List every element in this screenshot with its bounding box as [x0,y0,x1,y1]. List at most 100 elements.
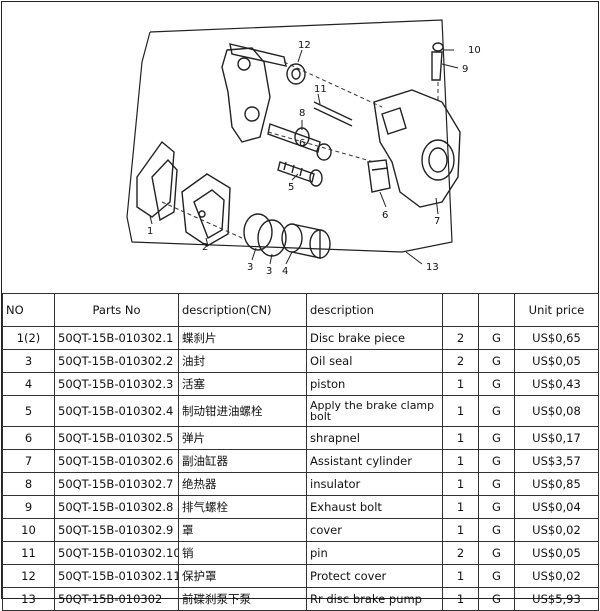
cell-no: 7 [2,449,55,473]
cell-parts-no: 50QT-15B-010302.3 [54,372,179,396]
cell-parts-no: 50QT-15B-010302.2 [54,349,179,373]
cell-parts-no: 50QT-15B-010302.8 [54,495,179,519]
protect-cover-drawing [286,63,306,85]
callout-13: 13 [426,262,439,273]
cell-qty: 1 [442,372,479,396]
cell-description: Disc brake piece [306,326,443,350]
cell-no: 11 [2,541,55,565]
cell-no: 6 [2,426,55,450]
cell-unit-price: US$0,43 [514,372,599,396]
cell-unit-price: US$0,05 [514,541,599,565]
cell-description-cn: 蝶刹片 [178,326,307,350]
cell-parts-no: 50QT-15B-010302.1 [54,326,179,350]
cell-description: Apply the brake clamp bolt [306,395,443,427]
cell-description-cn: 排气螺栓 [178,495,307,519]
table-header-row: NO Parts No description(CN) description … [2,293,599,327]
cell-description-cn: 活塞 [178,372,307,396]
callout-12: 12 [298,40,311,51]
cell-description-cn: 制动钳进油螺栓 [178,395,307,427]
callout-8: 8 [299,108,305,119]
callout-5: 5 [288,182,294,193]
cell-qty: 1 [442,564,479,588]
cell-parts-no: 50QT-15B-010302.7 [54,472,179,496]
cell-qty: 1 [442,495,479,519]
cell-unit: G [478,564,515,588]
cell-description-cn: 保护罩 [178,564,307,588]
cell-no: 13 [2,587,55,611]
cell-no: 8 [2,472,55,496]
cell-description: Assistant cylinder [306,449,443,473]
exhaust-bolt-drawing [431,42,444,81]
cell-unit: G [478,472,515,496]
cell-parts-no: 50QT-15B-010302 [54,587,179,611]
cell-unit: G [478,372,515,396]
cell-parts-no: 50QT-15B-010302.11 [54,564,179,588]
cell-description-cn: 销 [178,541,307,565]
col-header-unit [478,293,515,327]
cell-description: insulator [306,472,443,496]
cell-qty: 1 [442,587,479,611]
shrapnel-drawing [367,159,391,193]
cell-parts-no: 50QT-15B-010302.5 [54,426,179,450]
cell-unit: G [478,587,515,611]
cell-qty: 1 [442,426,479,450]
cell-qty: 2 [442,326,479,350]
exploded-diagram: 12 10 9 11 8 6 5 1 2 3 3 4 6 7 13 [2,2,598,294]
cell-description: Exhaust bolt [306,495,443,519]
cell-unit: G [478,541,515,565]
brake-clamp-bolt-drawing [277,161,323,187]
callout-6a: 6 [299,138,305,149]
cell-description-cn: 油封 [178,349,307,373]
cell-unit: G [478,326,515,350]
cell-unit-price: US$0,02 [514,518,599,542]
cell-description: Protect cover [306,564,443,588]
cell-unit-price: US$0,08 [514,395,599,427]
callout-10: 10 [468,45,481,56]
cell-parts-no: 50QT-15B-010302.9 [54,518,179,542]
callout-4: 4 [282,266,288,277]
callout-3b: 3 [266,266,272,277]
cell-qty: 2 [442,349,479,373]
cell-description-cn: 弹片 [178,426,307,450]
col-header-no: NO [2,293,55,327]
cell-description: Oil seal [306,349,443,373]
pin-drawing [313,101,353,127]
callout-3a: 3 [247,262,253,273]
cell-description-cn: 副油缸器 [178,449,307,473]
caliper-bracket-drawing [221,43,287,143]
cell-unit: G [478,426,515,450]
cell-qty: 2 [442,541,479,565]
cell-description: pin [306,541,443,565]
cell-parts-no: 50QT-15B-010302.10 [54,541,179,565]
cell-unit-price: US$0,65 [514,326,599,350]
cell-unit: G [478,349,515,373]
col-header-qty [442,293,479,327]
cell-unit-price: US$0,05 [514,349,599,373]
cell-unit: G [478,449,515,473]
cell-no: 9 [2,495,55,519]
brake-caliper-drawing: 12 10 9 11 8 6 5 1 2 3 3 4 6 7 13 [126,19,481,277]
cell-qty: 1 [442,449,479,473]
callout-11: 11 [314,84,327,95]
cell-description-cn: 绝热器 [178,472,307,496]
cell-no: 1(2) [2,326,55,350]
cell-no: 4 [2,372,55,396]
cell-description: shrapnel [306,426,443,450]
col-header-parts-no: Parts No [54,293,179,327]
oil-seal-drawing [243,213,287,257]
cell-no: 5 [2,395,55,427]
col-header-description-cn: description(CN) [178,293,307,327]
